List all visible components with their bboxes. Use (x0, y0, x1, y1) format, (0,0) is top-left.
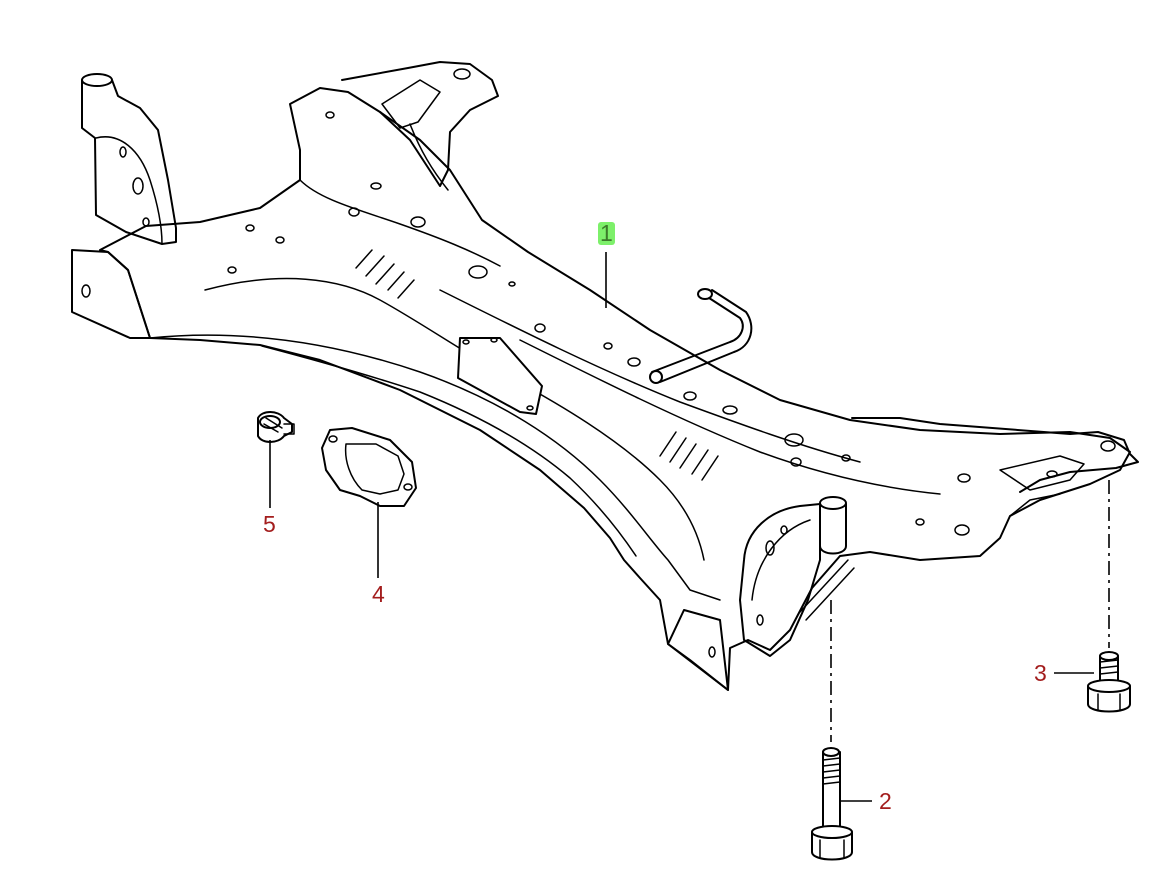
callout-1[interactable]: 1 (598, 220, 615, 246)
callout-2[interactable]: 2 (879, 788, 892, 814)
clip-part[interactable] (257, 411, 295, 443)
callout-4[interactable]: 4 (372, 581, 385, 607)
callout-5[interactable]: 5 (263, 511, 276, 537)
short-bolt-part[interactable] (1087, 651, 1131, 713)
long-bolt-part[interactable] (811, 747, 853, 861)
crossmember-part[interactable] (71, 61, 1139, 691)
callout-3[interactable]: 3 (1034, 660, 1047, 686)
plate-part[interactable] (321, 427, 417, 507)
